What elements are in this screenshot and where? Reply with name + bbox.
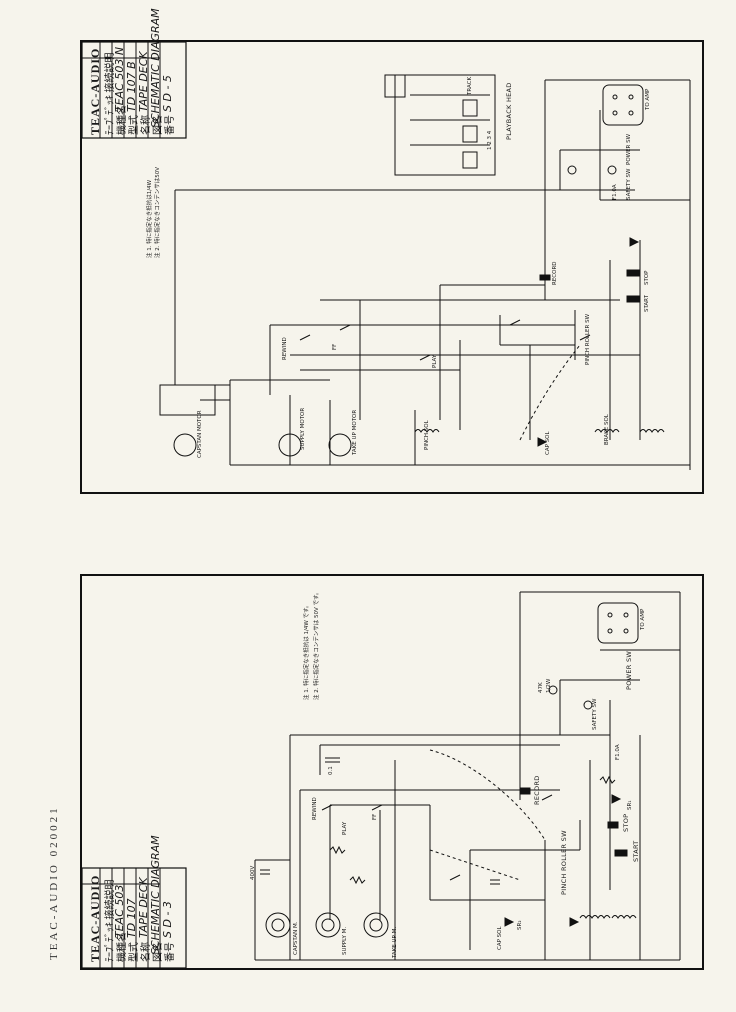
bottom-power-sw: POWER SW	[625, 650, 633, 690]
top-record: RECORD	[552, 261, 558, 285]
bottom-pinch-roller: PINCH ROLLER SW	[560, 830, 568, 895]
top-rewind: REWIND	[282, 337, 288, 360]
top-track-nums: 1 2 3 4	[487, 130, 493, 150]
top-pinch-sol: PINCH SOL	[424, 420, 430, 450]
top-schematic-frame	[80, 40, 704, 494]
top-playback-head-label: PLAYBACK HEAD	[505, 82, 513, 140]
top-note-1: 注 1. 特に指定なき抵抗は1/4W	[147, 179, 153, 258]
bottom-cap-sol: CAP SOL	[497, 926, 503, 950]
bottom-rewind: REWIND	[312, 797, 318, 820]
bottom-fuse: F1.0A	[615, 744, 621, 760]
bottom-safety-sw: SAFETY SW	[592, 698, 598, 730]
top-safety-sw: SAFETY SW	[626, 168, 632, 200]
bottom-note-2: 注 2. 特に指定なきコンデンサは 50V です。	[314, 589, 320, 700]
bottom-r-watt: 1/2W	[546, 678, 552, 693]
bottom-ff: FF	[372, 813, 378, 820]
top-power-sw: POWER SW	[626, 133, 632, 165]
bottom-sr2: SR₂	[517, 920, 523, 930]
bottom-note-1: 注 1. 特に指定なき抵抗は 1/4W です。	[304, 602, 310, 700]
bottom-no-label: 番号	[165, 942, 176, 962]
top-no: S D - 5	[161, 75, 174, 112]
top-take-up-motor: TAKE UP MOTOR	[352, 409, 358, 455]
top-to-amp: TO AMP	[645, 88, 651, 110]
bottom-start: START	[632, 840, 640, 862]
top-brake-sol: BRAKE SOL	[604, 414, 610, 445]
top-ff: FF	[332, 343, 338, 350]
top-pinch-roller: PINCH ROLLER SW	[585, 313, 591, 365]
top-start: START	[644, 295, 650, 312]
margin-mark: TEAC-AUDIO 020021	[48, 805, 60, 960]
top-note-2: 注 2. 特に指定なきコンデンサは50V	[155, 166, 161, 258]
bottom-record: RECORD	[533, 775, 541, 805]
bottom-c-01: 0.1	[328, 766, 334, 775]
bottom-c-400v: 400V	[250, 865, 256, 880]
top-fuse: F1.0A	[612, 184, 618, 200]
bottom-capstan: CAPSTAN M.	[293, 921, 299, 955]
top-supply-motor: SUPPLY MOTOR	[300, 407, 306, 450]
top-cap-sol: CAP SOL	[545, 431, 551, 455]
bottom-no: S D - 3	[161, 901, 174, 938]
top-stop: STOP	[644, 270, 650, 286]
bottom-take-up: TAKE UP M.	[392, 926, 398, 958]
bottom-supply: SUPPLY M.	[342, 926, 348, 955]
bottom-schematic-frame	[80, 574, 704, 970]
bottom-sr1: SR₁	[627, 800, 633, 810]
bottom-wiring	[81, 591, 681, 969]
top-track-label: TRACK	[467, 76, 473, 95]
top-capstan: CAPSTAN MOTOR	[197, 410, 203, 458]
top-wiring	[81, 41, 691, 470]
bottom-to-amp: TO AMP	[640, 608, 646, 630]
top-play: PLAY	[432, 354, 438, 368]
bottom-play: PLAY	[342, 821, 348, 835]
bottom-stop: STOP	[622, 813, 630, 832]
top-no-label: 番号	[165, 115, 176, 135]
bottom-r47k: 47K	[538, 682, 544, 693]
